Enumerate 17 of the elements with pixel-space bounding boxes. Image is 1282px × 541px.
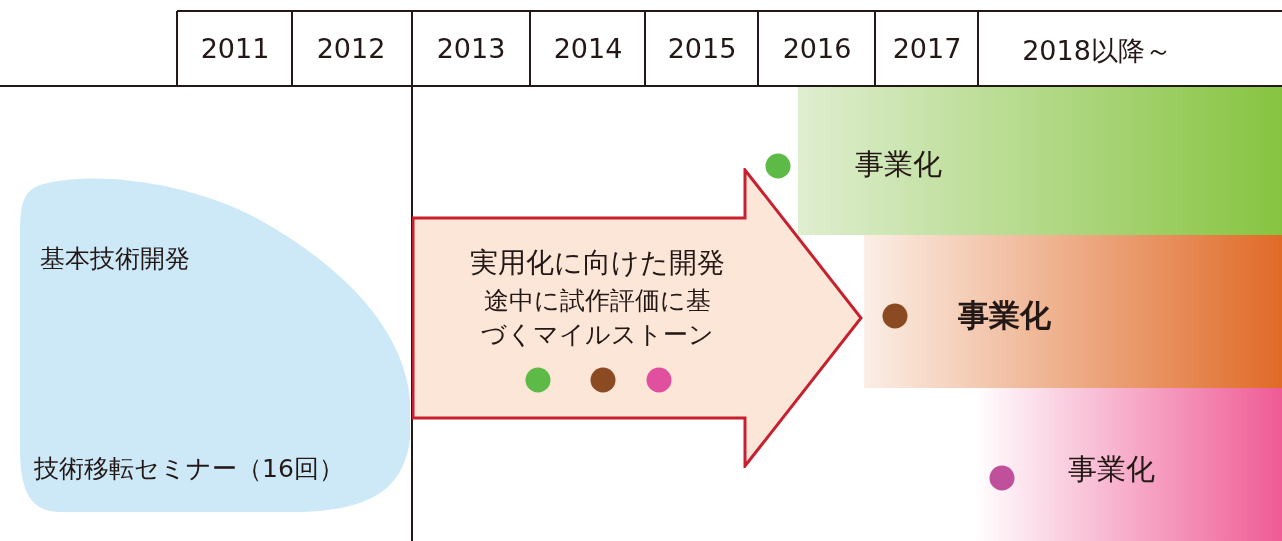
year-label: 2017 [892,33,962,64]
shape-label: 技術移転セミナー（16回） [34,453,344,485]
year-label: 2018以降～ [1022,34,1172,68]
timeline-band [798,87,1282,235]
year-label: 2012 [316,33,386,64]
year-label: 2013 [436,33,506,64]
band-label: 事業化 [855,146,942,183]
shape-label: 基本技術開発 [40,243,190,275]
arrow-label: 実用化に向けた開発 [468,245,726,281]
band-label: 事業化 [1068,451,1155,488]
arrow-label: 途中に試作評価に基づくマイルストーン [479,285,715,351]
year-label: 2011 [200,33,270,64]
year-label: 2014 [553,33,623,64]
timeline-band [864,235,1282,388]
band-label: 事業化 [958,296,1051,335]
year-label: 2016 [782,33,852,64]
year-label: 2015 [667,33,737,64]
